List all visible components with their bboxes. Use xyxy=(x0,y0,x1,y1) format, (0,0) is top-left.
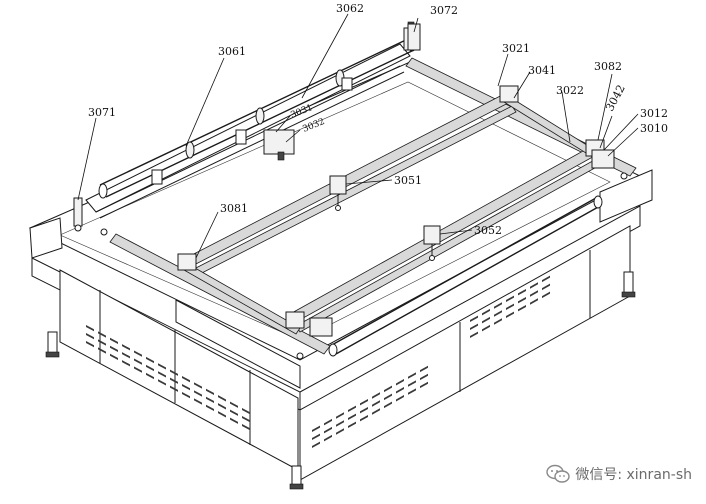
front-roller xyxy=(328,195,603,357)
label-3082: 3082 xyxy=(594,60,622,73)
wechat-watermark: 微信号: xinran-sh xyxy=(546,464,692,484)
label-3071: 3071 xyxy=(88,106,116,119)
gantry-rails xyxy=(109,57,637,355)
vent-slots xyxy=(86,275,550,448)
cabinet-frame xyxy=(28,61,653,490)
label-3010: 3010 xyxy=(640,122,668,135)
label-3072: 3072 xyxy=(430,4,458,17)
label-3061: 3061 xyxy=(218,45,246,58)
label-3062: 3062 xyxy=(336,2,364,15)
label-3012: 3012 xyxy=(640,107,668,120)
laser-heads xyxy=(73,23,441,261)
wechat-icon xyxy=(546,464,571,483)
label-3051: 3051 xyxy=(394,174,422,187)
label-3021: 3021 xyxy=(502,42,530,55)
label-3052: 3052 xyxy=(474,224,502,237)
label-3022: 3022 xyxy=(556,84,584,97)
label-3041: 3041 xyxy=(528,64,556,77)
label-3081: 3081 xyxy=(220,202,248,215)
leader-lines xyxy=(77,13,639,259)
watermark-text: 微信号: xinran-sh xyxy=(575,467,692,483)
